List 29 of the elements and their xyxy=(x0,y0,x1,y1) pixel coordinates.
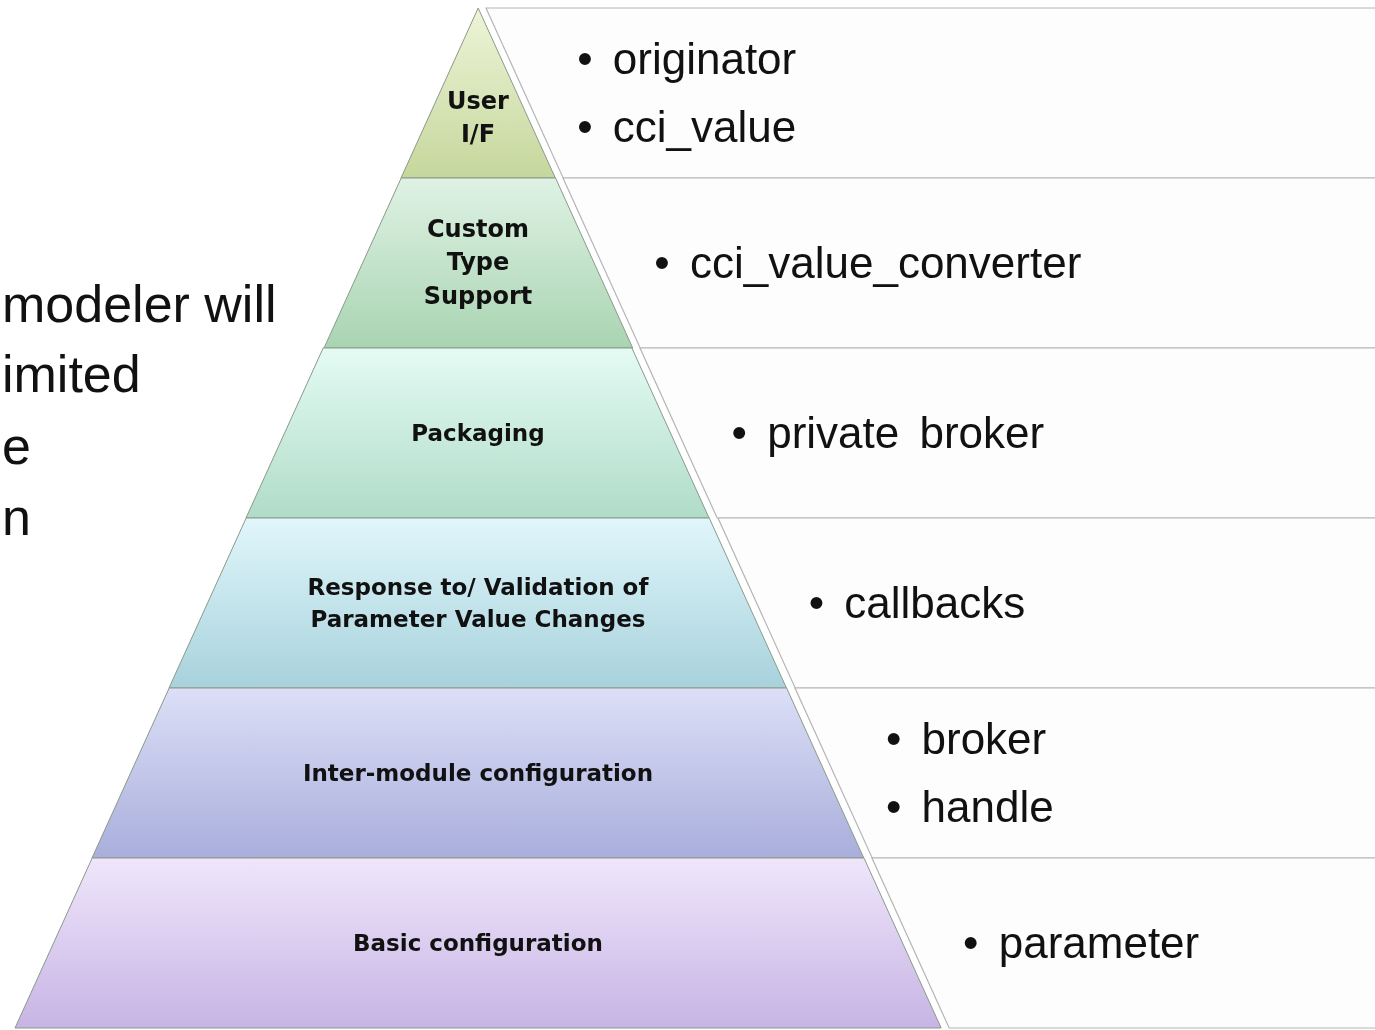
body-text-fragment: n xyxy=(2,491,31,543)
text-band xyxy=(794,688,1375,858)
pyramid-layer xyxy=(246,348,710,518)
bullet-item: • parameter xyxy=(963,917,1200,969)
bullet-item: • originator xyxy=(577,33,797,85)
text-band xyxy=(717,518,1375,688)
pyramid-layer xyxy=(14,858,942,1028)
pyramid-layer xyxy=(323,178,633,348)
bullet-item: • callbacks xyxy=(808,577,1026,629)
bullet-item: • cci_value_converter xyxy=(654,237,1082,289)
body-text-fragment: imited xyxy=(2,348,141,400)
text-band xyxy=(563,178,1375,348)
layer-label: Custom Type Support xyxy=(422,213,534,312)
layer-label: User I/F xyxy=(446,85,510,151)
layer-label: Response to/ Validation of Parameter Value Changes xyxy=(306,573,650,635)
body-text-fragment: e xyxy=(2,420,31,472)
layer-label: Basic configuration xyxy=(352,929,604,958)
layer-label: Packaging xyxy=(410,419,546,448)
layer-label: Inter-module configuration xyxy=(301,759,655,788)
pyramid-layer xyxy=(400,8,556,178)
text-band xyxy=(640,348,1375,518)
bullet-item: • broker xyxy=(885,713,1048,765)
pyramid-layer xyxy=(169,518,787,688)
body-text-fragment: modeler will xyxy=(2,278,277,330)
text-band xyxy=(871,858,1375,1028)
pyramid-layer xyxy=(92,688,864,858)
bullet-item: • handle xyxy=(885,781,1054,834)
bullet-item: • cci_value xyxy=(577,101,797,154)
bullet-item: • private broker xyxy=(731,407,1045,459)
